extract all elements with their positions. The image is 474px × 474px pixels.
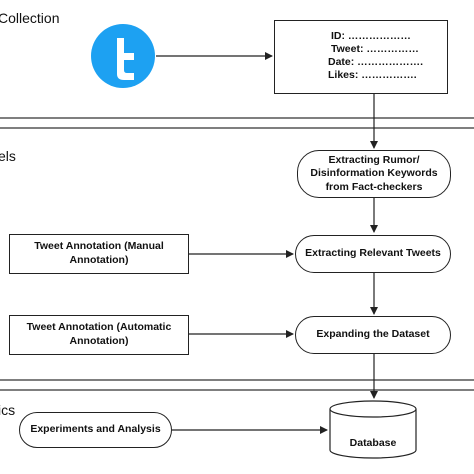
database-label: Database bbox=[349, 437, 397, 449]
record-likes-field: Likes: ……………. bbox=[328, 69, 417, 81]
record-tweet-field: Tweet: …………… bbox=[331, 43, 419, 55]
section-label-collection: Collection bbox=[0, 10, 60, 26]
node-expand-dataset: Expanding the Dataset bbox=[295, 316, 451, 354]
tweet-record-box: ID: ……………… Tweet: …………… Date: ………………. Li… bbox=[274, 20, 448, 94]
node-auto-annotation: Tweet Annotation (Automatic Annotation) bbox=[9, 315, 189, 355]
section-label-analytics: ics bbox=[0, 402, 16, 418]
node-extract-keywords: Extracting Rumor/ Disinformation Keyword… bbox=[297, 150, 451, 198]
twitter-bird-icon bbox=[91, 24, 155, 88]
database-cylinder-icon bbox=[329, 400, 417, 459]
node-manual-annotation: Tweet Annotation (Manual Annotation) bbox=[9, 234, 189, 274]
section-label-models: els bbox=[0, 148, 16, 164]
record-id-field: ID: ……………… bbox=[331, 30, 411, 42]
node-experiments-analysis: Experiments and Analysis bbox=[19, 412, 172, 448]
node-extract-tweets: Extracting Relevant Tweets bbox=[295, 235, 451, 273]
record-date-field: Date: ………………. bbox=[328, 56, 424, 68]
